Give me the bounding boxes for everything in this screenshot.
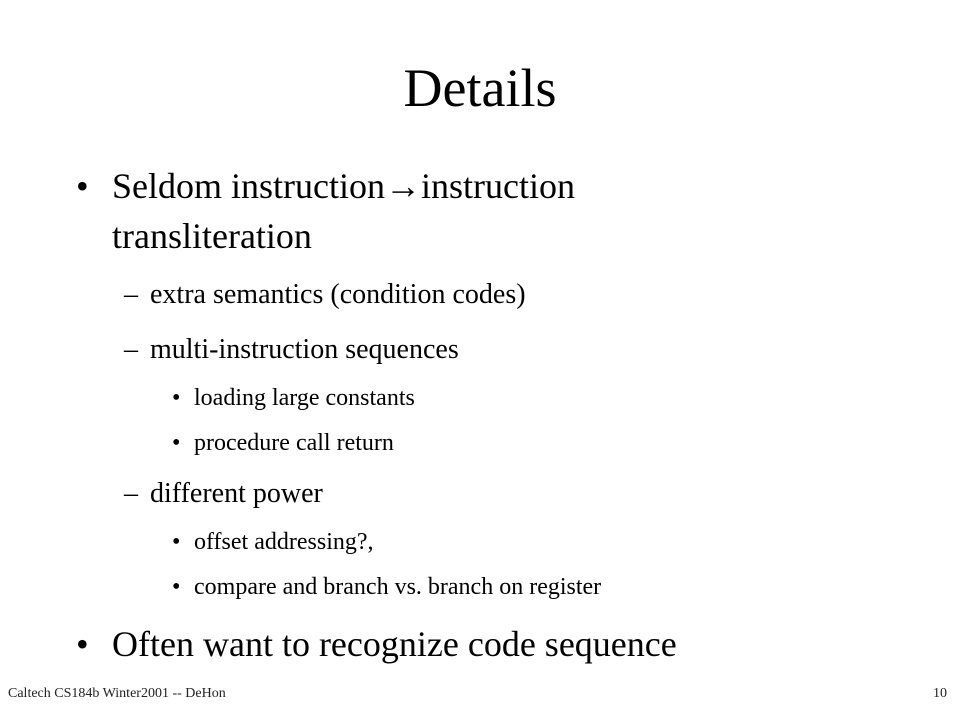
sub-bullet-marker: • <box>172 385 181 411</box>
right-arrow-icon: → <box>385 166 421 206</box>
sub-sub-bullet-1-text: loading large constants <box>194 385 415 411</box>
sub-bullet-marker: • <box>172 574 181 600</box>
sub-bullet-2-text: multi-instruction sequences <box>150 334 459 365</box>
footer-course-label: Caltech CS184b Winter2001 -- DeHon <box>8 686 226 701</box>
bullet-marker: • <box>76 624 89 664</box>
dash-marker: – <box>124 478 138 509</box>
sub-sub-bullet-4-text: compare and branch vs. branch on registe… <box>194 574 602 600</box>
slide-title: Details <box>403 58 557 118</box>
bullet-marker: • <box>76 166 89 206</box>
sub-bullet-marker: • <box>172 430 181 456</box>
sub-bullet-3-text: different power <box>150 478 323 509</box>
sub-sub-bullet-2-text: procedure call return <box>194 430 394 456</box>
sub-bullet-marker: • <box>172 529 181 555</box>
bullet-1-line-1: Seldom instruction→instruction <box>112 164 575 208</box>
sub-sub-bullet-3-text: offset addressing?, <box>194 529 374 555</box>
bullet-1-prefix: Seldom instruction <box>112 166 385 206</box>
slide-number: 10 <box>933 686 947 701</box>
sub-bullet-1-text: extra semantics (condition codes) <box>150 279 526 310</box>
dash-marker: – <box>124 279 138 310</box>
bullet-2-text: Often want to recognize code sequence <box>112 624 677 664</box>
bullet-1-line-2: transliteration <box>112 216 312 256</box>
bullet-1-suffix: instruction <box>421 166 575 206</box>
dash-marker: – <box>124 334 138 365</box>
